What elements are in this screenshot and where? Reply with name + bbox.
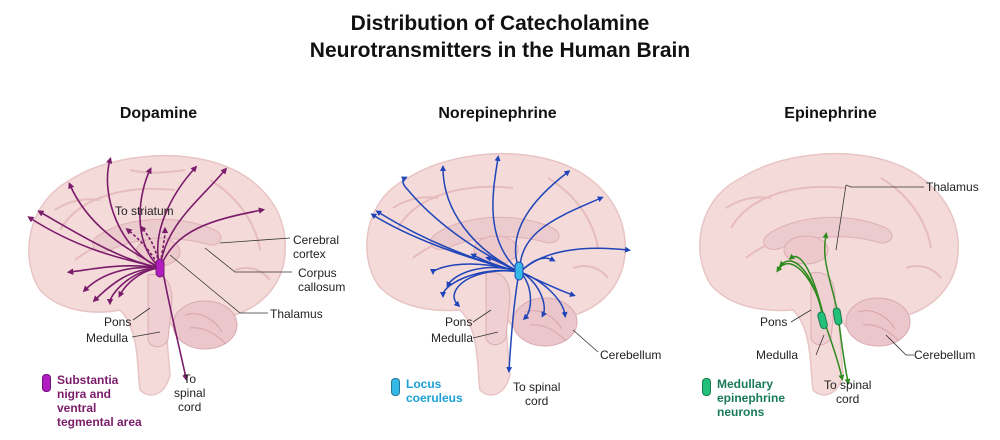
to-spinal-label-3: cord — [178, 400, 202, 414]
epinephrine-panel: Epinephrine — [666, 100, 999, 440]
substantia-nigra-marker — [155, 258, 165, 278]
thalamus-label: Thalamus — [270, 307, 323, 321]
epinephrine-legend-text: Medullary epinephrine neurons — [717, 377, 785, 419]
dopamine-legend-line-1: Substantia — [57, 373, 119, 387]
to-spinal-cord-label: To spinal cord — [174, 372, 205, 414]
epinephrine-neuron-marker-1 — [817, 311, 828, 330]
cerebral-cortex-label-2: cortex — [293, 247, 326, 261]
medulla-label: Medulla — [756, 348, 799, 362]
to-spinal-label-1: To spinal — [824, 378, 872, 392]
epinephrine-legend: Medullary epinephrine neurons — [702, 377, 785, 419]
norepinephrine-legend: Locus coeruleus — [391, 377, 463, 405]
norepinephrine-legend-swatch — [391, 378, 400, 396]
epinephrine-legend-swatch — [702, 378, 711, 396]
epinephrine-brain-diagram — [699, 153, 959, 396]
medulla-label: Medulla — [431, 331, 474, 345]
epinephrine-legend-line-1: Medullary — [717, 377, 774, 391]
epinephrine-leader-lines — [790, 184, 924, 356]
pons-label: Pons — [104, 315, 132, 329]
epinephrine-legend-line-2: epinephrine — [717, 391, 786, 405]
to-spinal-label-2: cord — [525, 394, 549, 408]
to-striatum-label: To striatum — [115, 204, 174, 218]
norepinephrine-panel: Norepinephrine — [333, 100, 666, 440]
dopamine-legend-line-4: tegmental area — [57, 415, 142, 429]
cerebellum-label: Cerebellum — [600, 348, 662, 362]
to-spinal-label-1: To — [183, 372, 197, 386]
dopamine-legend-text: Substantia nigra and ventral tegmental a… — [57, 373, 142, 429]
norepinephrine-pathways — [370, 155, 631, 373]
diagram-title: Distribution of Catecholamine Neurotrans… — [0, 10, 1000, 64]
to-spinal-label-2: spinal — [174, 386, 206, 400]
dopamine-panel-title: Dopamine — [119, 105, 198, 122]
to-spinal-cord-label: To spinal cord — [824, 378, 871, 406]
locus-coeruleus-marker — [514, 261, 524, 281]
cerebral-cortex-label-1: Cerebral — [293, 233, 340, 247]
dopamine-leader-lines — [131, 237, 292, 338]
corpus-callosum-label-2: callosum — [298, 280, 346, 294]
dopamine-legend-swatch — [42, 374, 51, 392]
norepinephrine-legend-line-2: coeruleus — [406, 391, 463, 405]
norepinephrine-legend-text: Locus coeruleus — [406, 377, 463, 405]
norepinephrine-legend-line-1: Locus — [406, 377, 442, 391]
title-line-2: Neurotransmitters in the Human Brain — [309, 39, 691, 62]
thalamus-label: Thalamus — [926, 180, 979, 194]
dopamine-legend: Substantia nigra and ventral tegmental a… — [42, 373, 142, 429]
norepinephrine-brain-diagram — [366, 153, 631, 396]
to-spinal-cord-label: To spinal cord — [513, 380, 560, 408]
pons-label: Pons — [760, 315, 788, 329]
medulla-label: Medulla — [86, 331, 129, 345]
pons-label: Pons — [445, 315, 473, 329]
dopamine-panel: Dopamine — [0, 100, 345, 440]
norepinephrine-leader-lines — [472, 309, 599, 353]
corpus-callosum-label: Corpus callosum — [298, 266, 345, 294]
norepinephrine-panel-title: Norepinephrine — [438, 105, 557, 122]
brain-outline — [366, 153, 626, 396]
corpus-callosum-label-1: Corpus — [298, 266, 337, 280]
dopamine-legend-line-2: nigra and — [57, 387, 112, 401]
dopamine-legend-line-3: ventral — [57, 401, 97, 415]
dopamine-brain-diagram — [27, 155, 292, 396]
cerebellum-label: Cerebellum — [914, 348, 976, 362]
epinephrine-panel-title: Epinephrine — [784, 105, 877, 122]
to-spinal-label-1: To spinal — [513, 380, 561, 394]
dopamine-pathways — [27, 156, 266, 382]
epinephrine-legend-line-3: neurons — [717, 405, 765, 419]
epinephrine-neuron-marker-2 — [832, 307, 843, 326]
title-line-1: Distribution of Catecholamine — [350, 12, 650, 35]
to-spinal-label-2: cord — [836, 392, 860, 406]
cerebral-cortex-label: Cerebral cortex — [293, 233, 339, 261]
